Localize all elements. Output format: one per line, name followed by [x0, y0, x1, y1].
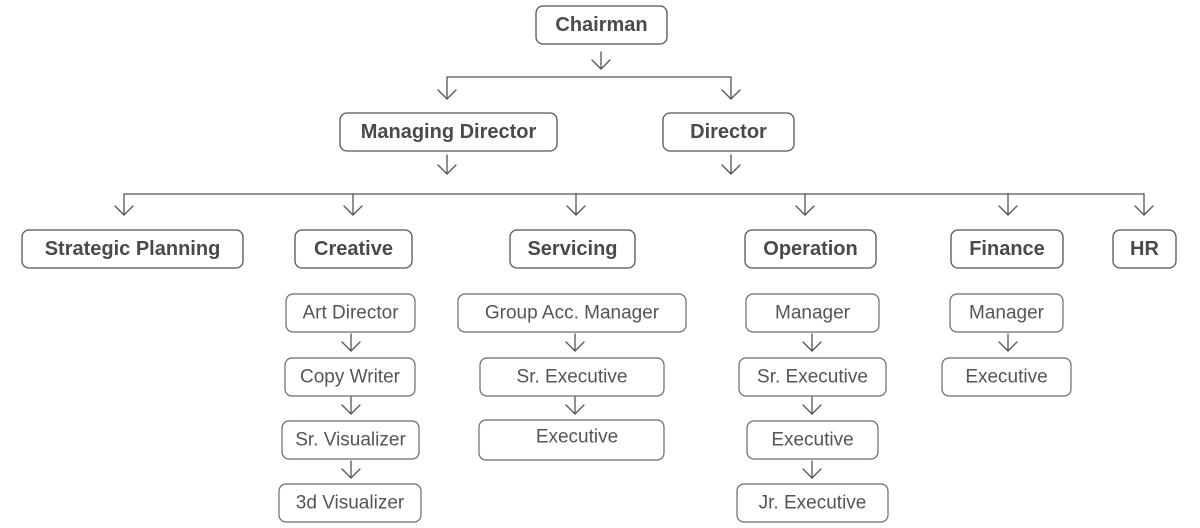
node-finance: Finance [950, 229, 1064, 269]
arrowhead [341, 404, 361, 415]
arrowhead [998, 341, 1018, 352]
arrowhead [114, 205, 134, 216]
node-finance-label: Finance [969, 238, 1045, 260]
arrowhead [565, 341, 585, 352]
node-servicing-role: Group Acc. Manager [457, 293, 687, 333]
arrowhead [795, 205, 815, 216]
arrowhead [343, 205, 363, 216]
node-creative-role-label: 3d Visualizer [296, 493, 405, 514]
node-managing-director: Managing Director [339, 112, 558, 152]
node-servicing-role-label: Executive [536, 427, 618, 448]
arrowhead [565, 404, 585, 415]
node-operation-role-label: Manager [775, 303, 851, 324]
node-creative-role-label: Copy Writer [300, 367, 401, 388]
node-operation: Operation [744, 229, 877, 269]
node-servicing: Servicing [509, 229, 636, 269]
node-director: Director [662, 112, 795, 152]
arrowhead [802, 341, 822, 352]
node-finance-role-label: Executive [965, 367, 1047, 388]
node-servicing-label: Servicing [527, 238, 617, 260]
arrowhead [591, 59, 611, 70]
node-servicing-role-label: Group Acc. Manager [485, 303, 660, 324]
node-director-label: Director [690, 121, 767, 143]
node-chairman-label: Chairman [555, 14, 647, 36]
connector-lines [114, 51, 1154, 479]
node-operation-role: Jr. Executive [736, 483, 889, 523]
node-creative-role: 3d Visualizer [278, 483, 422, 523]
node-creative-role: Copy Writer [284, 357, 416, 397]
arrowhead [802, 404, 822, 415]
arrowhead [721, 89, 741, 100]
node-creative: Creative [294, 229, 413, 269]
arrowhead [1134, 205, 1154, 216]
node-operation-role-label: Executive [771, 430, 853, 451]
node-servicing-role: Sr. Executive [479, 357, 665, 397]
node-strategic-planning-label: Strategic Planning [45, 238, 221, 260]
node-creative-role: Sr. Visualizer [281, 420, 420, 460]
node-creative-role-label: Sr. Visualizer [295, 430, 406, 451]
node-operation-role: Sr. Executive [738, 357, 887, 397]
node-creative-role-label: Art Director [302, 303, 399, 324]
node-servicing-role: Executive [478, 419, 665, 461]
node-operation-label: Operation [763, 238, 857, 260]
node-strategic-planning: Strategic Planning [21, 229, 244, 269]
node-hr-label: HR [1130, 238, 1159, 260]
node-managing-director-label: Managing Director [361, 121, 537, 143]
node-operation-role-label: Sr. Executive [757, 367, 868, 388]
node-hr: HR [1112, 229, 1177, 269]
node-operation-role-label: Jr. Executive [759, 493, 867, 514]
node-finance-role: Manager [949, 293, 1064, 333]
arrowhead [802, 468, 822, 479]
arrowhead [566, 205, 586, 216]
node-operation-role: Executive [746, 420, 879, 460]
arrowhead [341, 341, 361, 352]
node-creative-role: Art Director [285, 293, 416, 333]
arrowhead [341, 468, 361, 479]
arrowhead [437, 89, 457, 100]
arrowhead [998, 205, 1018, 216]
node-servicing-role-label: Sr. Executive [517, 367, 628, 388]
arrowhead [721, 164, 741, 175]
arrowhead [437, 164, 457, 175]
node-finance-role: Executive [941, 357, 1072, 397]
node-operation-role: Manager [745, 293, 880, 333]
node-chairman: Chairman [535, 5, 668, 45]
node-creative-label: Creative [314, 238, 393, 260]
node-finance-role-label: Manager [969, 303, 1045, 324]
